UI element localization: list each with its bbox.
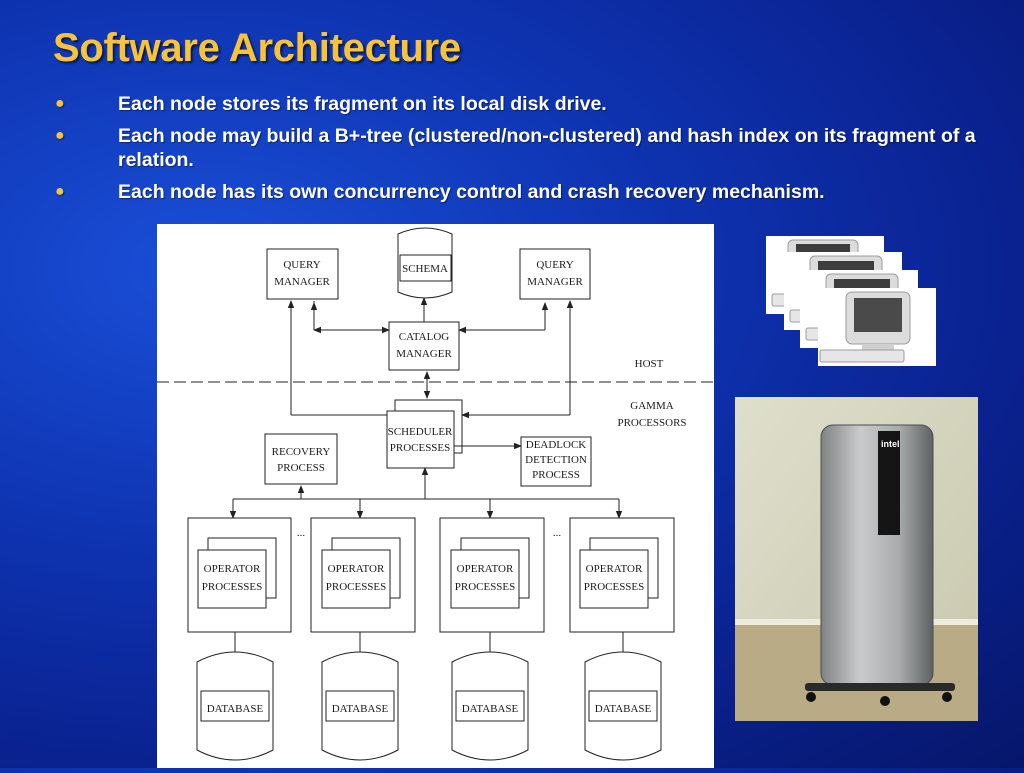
svg-text:DETECTION: DETECTION [525,454,587,466]
recovery-box [264,433,338,485]
svg-text:PROCESS: PROCESS [532,469,580,481]
host-label: HOST [635,358,664,370]
database-label-3: DATABASE [462,703,519,715]
database-label-4: DATABASE [595,703,652,715]
bullet-list: ●Each node stores its fragment on its lo… [55,92,985,212]
bullet-dot-icon: ● [55,183,65,200]
deadlock-box [520,436,592,487]
svg-text:PROCESSES: PROCESSES [390,442,451,454]
bullet-dot-icon: ● [55,127,65,144]
svg-text:PROCESSORS: PROCESSORS [617,417,686,429]
bullet-dot-icon: ● [55,95,65,112]
operator-label-1: OPERATOR [204,563,261,575]
bullet-item: ●Each node stores its fragment on its lo… [55,93,607,115]
query-manager-left-box [266,248,339,300]
architecture-diagram: QUERY MANAGER SCHEMA QUERY MANAGER CATAL… [157,224,714,768]
operator-label-3: OPERATOR [457,563,514,575]
svg-text:PROCESS: PROCESS [277,462,325,474]
bullet-item: ●Each node may build a B+-tree (clustere… [55,125,976,171]
server-tower-photo: intel [735,397,978,721]
operator-box-4 [579,549,649,609]
schema-label: SCHEMA [402,263,448,275]
query-manager-right-box [519,248,591,300]
deadlock-label: DEADLOCK [526,439,587,451]
svg-text:PROCESSES: PROCESSES [455,581,516,593]
bullet-item: ●Each node has its own concurrency contr… [55,181,825,203]
operator-box-2 [321,549,391,609]
slide-title: Software Architecture [53,26,461,70]
svg-text:PROCESSES: PROCESSES [584,581,645,593]
svg-text:PROCESSES: PROCESSES [202,581,263,593]
query-manager-left-label: QUERY [283,259,320,271]
recovery-label: RECOVERY [272,446,331,458]
operator-label-4: OPERATOR [586,563,643,575]
scheduler-box [386,410,455,469]
scheduler-label: SCHEDULER [388,426,453,438]
operator-label-2: OPERATOR [328,563,385,575]
svg-text:MANAGER: MANAGER [274,276,330,288]
catalog-manager-label: CATALOG [399,331,450,343]
svg-text:MANAGER: MANAGER [527,276,583,288]
crt-monitor-icon [766,236,938,366]
svg-text:MANAGER: MANAGER [396,348,452,360]
svg-text:PROCESSES: PROCESSES [326,581,387,593]
ellipsis: ... [553,527,562,539]
database-label-2: DATABASE [332,703,389,715]
operator-box-3 [450,549,520,609]
gamma-label: GAMMA [630,400,673,412]
database-label-1: DATABASE [207,703,264,715]
ellipsis: ... [297,527,306,539]
operator-box-1 [197,549,267,609]
server-logo: intel [881,439,900,449]
catalog-manager-box [388,321,460,371]
query-manager-right-label: QUERY [536,259,573,271]
